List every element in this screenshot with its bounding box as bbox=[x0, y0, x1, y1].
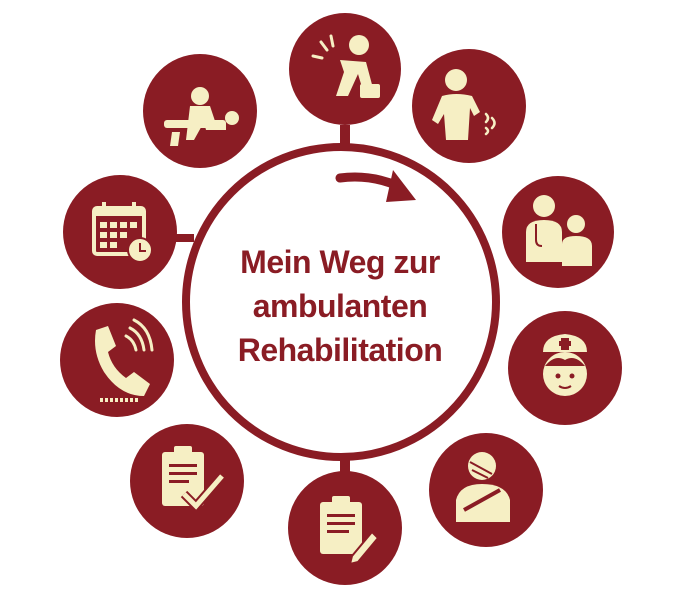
doctor-patient-icon bbox=[526, 195, 592, 266]
step-calendar-clock bbox=[63, 175, 177, 289]
physiotherapy-icon bbox=[164, 87, 239, 146]
clipboard-check-icon bbox=[162, 446, 226, 513]
back-pain-icon bbox=[432, 69, 496, 140]
diagram-title: Mein Weg zur ambulanten Rehabilitation bbox=[200, 240, 480, 372]
title-line-1: Mein Weg zur bbox=[240, 244, 440, 280]
injured-lifting-icon bbox=[311, 34, 380, 98]
title-line-2: ambulanten bbox=[252, 288, 428, 324]
step-injured-lifting bbox=[289, 13, 401, 125]
step-injured-arm-sling bbox=[429, 433, 543, 547]
step-clipboard-check bbox=[130, 424, 244, 538]
direction-arrow-icon bbox=[335, 170, 416, 202]
step-clipboard-pen bbox=[288, 471, 402, 585]
calendar-clock-icon bbox=[92, 202, 153, 263]
step-back-pain bbox=[412, 49, 526, 163]
nurse-icon bbox=[543, 334, 587, 396]
step-physiotherapy bbox=[143, 54, 257, 168]
step-phone-call bbox=[60, 303, 174, 417]
step-nurse bbox=[508, 311, 622, 425]
ring-ticks bbox=[172, 125, 350, 473]
step-doctor-patient bbox=[502, 176, 614, 288]
clipboard-pen-icon bbox=[320, 496, 380, 566]
phone-call-icon bbox=[95, 318, 154, 402]
title-line-3: Rehabilitation bbox=[237, 332, 443, 368]
injured-arm-sling-icon bbox=[456, 452, 510, 522]
